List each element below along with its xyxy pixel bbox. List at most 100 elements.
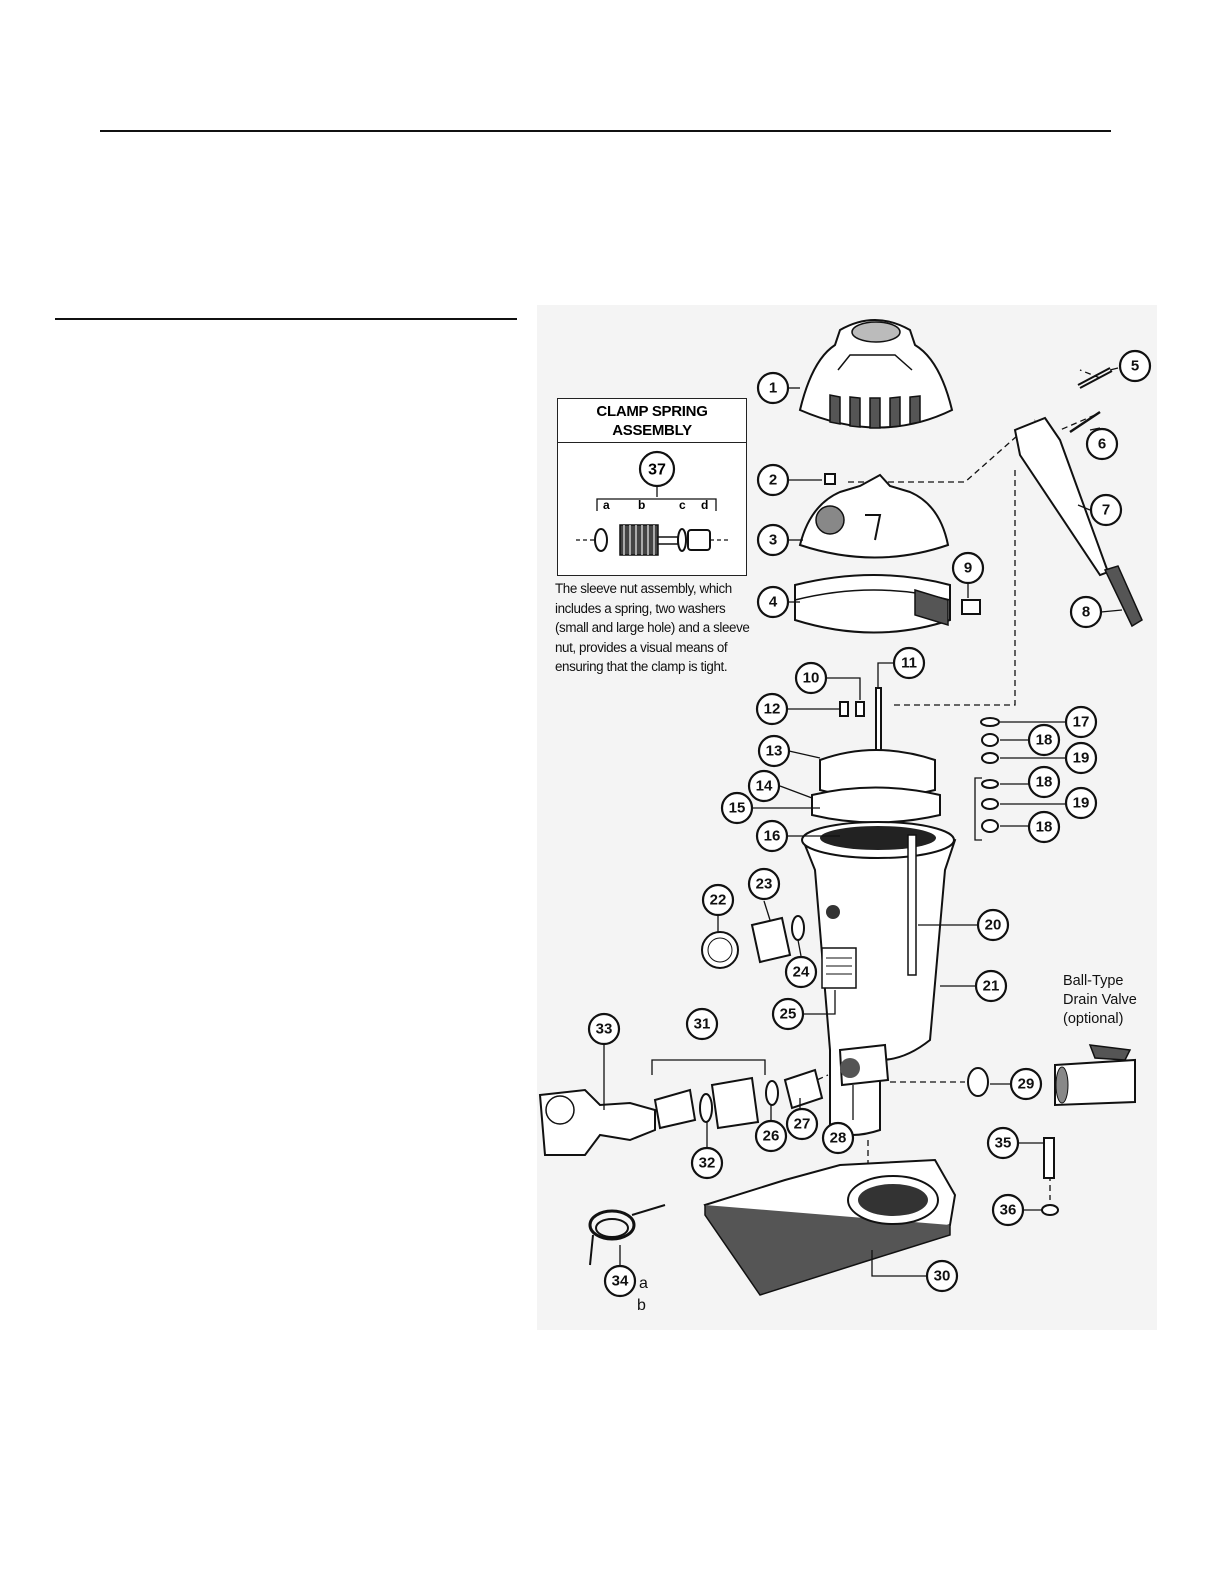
svg-text:27: 27 <box>794 1116 811 1133</box>
sleeve-nut-d <box>687 529 711 551</box>
bolt-9 <box>961 599 981 615</box>
clamp-spring-number: 37 <box>648 462 666 479</box>
svg-text:15: 15 <box>729 800 746 817</box>
svg-text:24: 24 <box>793 964 810 981</box>
callout-12: 12 <box>755 692 789 726</box>
gauge-part <box>701 931 739 969</box>
exploded-parts-diagram: 1 2 3 4 5 6 7 8 9 10 11 12 13 14 15 16 1… <box>537 305 1157 1330</box>
dome-part <box>798 319 954 429</box>
svg-text:32: 32 <box>699 1155 716 1172</box>
cord-suffix-a: a <box>639 1275 648 1292</box>
svg-text:23: 23 <box>756 876 773 893</box>
callout-4: 4 <box>756 585 790 619</box>
callout-5: 5 <box>1118 349 1152 383</box>
callout-15: 15 <box>720 791 754 825</box>
tube-part <box>907 834 917 976</box>
callout-17: 17 <box>1064 705 1098 739</box>
callout-29: 29 <box>1009 1067 1043 1101</box>
callout-22: 22 <box>701 883 735 917</box>
svg-text:18: 18 <box>1036 732 1053 749</box>
callout-30: 30 <box>925 1259 959 1293</box>
callout-23: 23 <box>747 867 781 901</box>
svg-text:18: 18 <box>1036 819 1053 836</box>
svg-text:22: 22 <box>710 892 727 909</box>
callout-7: 7 <box>1089 493 1123 527</box>
callout-27: 27 <box>785 1107 819 1141</box>
callout-28: 28 <box>821 1121 855 1155</box>
callout-6: 6 <box>1085 427 1119 461</box>
callout-21: 21 <box>974 969 1008 1003</box>
callout-31: 31 <box>685 1007 719 1041</box>
callout-11: 11 <box>892 646 926 680</box>
callout-14: 14 <box>747 769 781 803</box>
callout-13: 13 <box>757 734 791 768</box>
oring-24 <box>791 915 805 941</box>
cord-suffix-b: b <box>637 1297 646 1314</box>
svg-text:29: 29 <box>1018 1076 1035 1093</box>
spring-b <box>619 524 659 556</box>
callout-33: 33 <box>587 1012 621 1046</box>
sub-label-c: c <box>679 498 686 512</box>
callout-9: 9 <box>951 551 985 585</box>
callout-36: 36 <box>991 1193 1025 1227</box>
sub-label-d: d <box>701 498 708 512</box>
svg-text:10: 10 <box>803 670 820 687</box>
svg-text:17: 17 <box>1073 714 1090 731</box>
svg-text:31: 31 <box>694 1016 711 1033</box>
callout-3: 3 <box>756 523 790 557</box>
washer-c <box>677 528 687 552</box>
svg-text:3: 3 <box>769 532 777 549</box>
ball-drain-valve <box>1054 1044 1136 1107</box>
svg-text:19: 19 <box>1073 750 1090 767</box>
screw-2 <box>824 473 836 485</box>
callout-8: 8 <box>1069 595 1103 629</box>
washer-17 <box>980 717 1000 727</box>
callout-20: 20 <box>976 908 1010 942</box>
sub-label-a: a <box>603 498 610 512</box>
svg-text:7: 7 <box>1102 502 1110 519</box>
pump-part <box>538 1088 656 1156</box>
valve-body-part <box>811 749 941 824</box>
drain-valve-label: Ball-Type Drain Valve (optional) <box>1063 973 1137 1027</box>
stem-part <box>875 687 882 759</box>
callout-26: 26 <box>754 1119 788 1153</box>
callout-2: 2 <box>756 463 790 497</box>
callout-32: 32 <box>690 1146 724 1180</box>
tank-part <box>801 821 957 1136</box>
clamp-spring-title: CLAMP SPRING ASSEMBLY <box>558 399 746 443</box>
svg-text:4: 4 <box>769 594 778 611</box>
washer-36 <box>1041 1204 1059 1216</box>
union-23 <box>750 916 792 964</box>
label-plate <box>821 947 857 989</box>
callout-24: 24 <box>784 955 818 989</box>
callout-35: 35 <box>986 1126 1020 1160</box>
svg-text:13: 13 <box>766 743 783 760</box>
callout-19b: 19 <box>1064 786 1098 820</box>
svg-text:19: 19 <box>1073 795 1090 812</box>
svg-text:30: 30 <box>934 1268 951 1285</box>
callout-16: 16 <box>755 819 789 853</box>
svg-text:26: 26 <box>763 1128 780 1145</box>
callout-34: 34 <box>603 1264 637 1298</box>
callout-10: 10 <box>794 661 828 695</box>
pin-5 <box>1077 367 1111 386</box>
svg-text:34: 34 <box>612 1273 629 1290</box>
clamp-spring-drawing: 37 a b c d <box>576 450 730 556</box>
svg-text:14: 14 <box>756 778 773 795</box>
clamp-band-part <box>794 574 951 634</box>
union-31b <box>710 1076 760 1130</box>
svg-text:2: 2 <box>769 472 777 489</box>
svg-text:11: 11 <box>901 655 917 672</box>
svg-text:16: 16 <box>764 828 781 845</box>
svg-text:21: 21 <box>983 978 1000 995</box>
callout-1: 1 <box>756 371 790 405</box>
pin-6 <box>1069 410 1101 434</box>
callout-18b: 18 <box>1027 765 1061 799</box>
callout-18a: 18 <box>1027 723 1061 757</box>
svg-text:25: 25 <box>780 1006 797 1023</box>
svg-text:5: 5 <box>1131 358 1139 375</box>
svg-text:20: 20 <box>985 917 1002 934</box>
lid-part <box>798 473 950 559</box>
svg-text:8: 8 <box>1082 604 1090 621</box>
svg-text:28: 28 <box>830 1130 847 1147</box>
